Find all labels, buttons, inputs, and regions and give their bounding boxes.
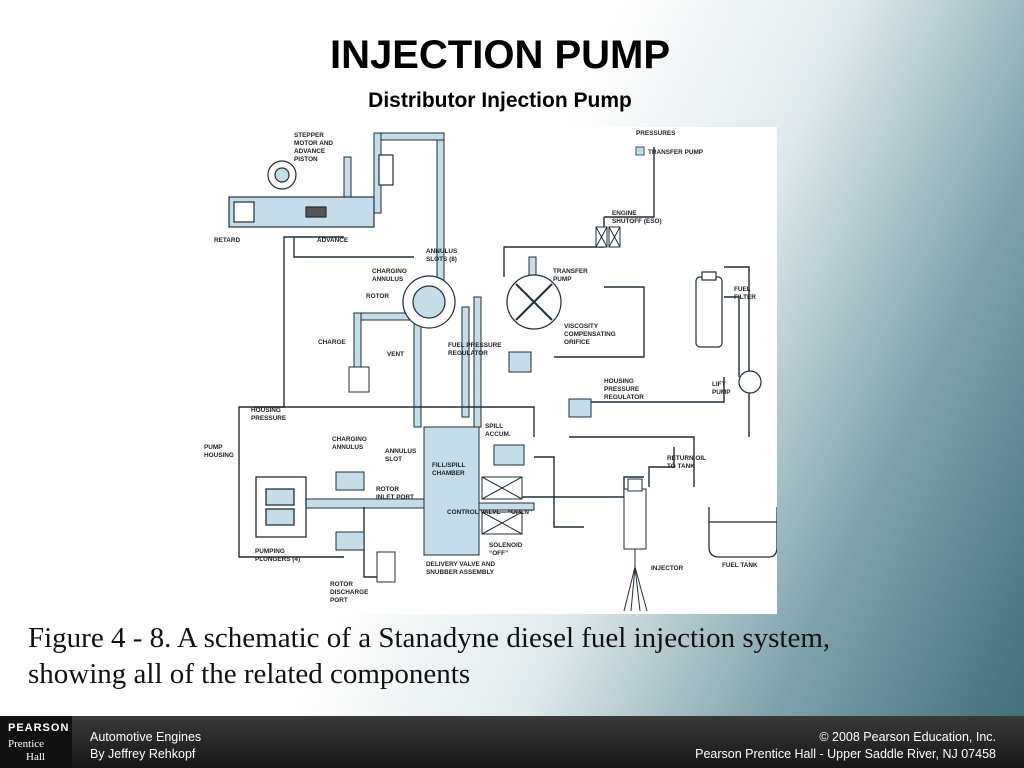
label-annulus-slot: ANNULUS <box>385 448 417 455</box>
footer-author: By Jeffrey Rehkopf <box>90 747 196 761</box>
label-housing-regulator: PRESSURE <box>604 386 640 393</box>
label-fuel-filter: FUEL <box>734 286 751 293</box>
label-housing-regulator: REGULATOR <box>604 394 644 401</box>
slide-title: INJECTION PUMP <box>329 33 671 77</box>
label-housing-pressure: HOUSING <box>251 407 281 414</box>
label-fuel-tank: FUEL TANK <box>722 562 758 569</box>
label-vent: VENT <box>387 351 404 358</box>
label-injector: INJECTOR <box>651 565 684 572</box>
label-stepper: MOTOR AND <box>294 140 333 147</box>
rotor-assembly <box>402 274 562 330</box>
label-delivery-valve: DELIVERY VALVE AND <box>426 561 496 568</box>
label-viscosity: VISCOSITY <box>564 323 599 330</box>
label-viscosity: ORIFICE <box>564 339 591 346</box>
pump-housing <box>255 476 307 538</box>
label-transfer-pump: TRANSFER <box>553 268 588 275</box>
legend-item: TRANSFER PUMP <box>648 149 704 156</box>
label-pumping-plungers: PUMPING <box>255 548 285 555</box>
label-solenoid: SOLENOID <box>489 542 523 549</box>
label-fuel-filter: FILTER <box>734 294 756 301</box>
label-advance: ADVANCE <box>317 237 349 244</box>
footer-copyright: © 2008 Pearson Education, Inc. <box>819 730 996 744</box>
label-lift-pump: LIFT <box>712 381 726 388</box>
label-spill-accum: ACCUM. <box>485 431 511 438</box>
label-rotor-discharge: PORT <box>330 597 348 604</box>
footer-publisher: Pearson Prentice Hall - Upper Saddle Riv… <box>695 747 996 761</box>
label-rotor-inlet: ROTOR <box>376 486 399 493</box>
label-housing-pressure: PRESSURE <box>251 415 287 422</box>
label-engine-shutoff: ENGINE <box>612 210 637 217</box>
logo-text: PEARSON <box>8 722 70 734</box>
label-charge: CHARGE <box>318 339 346 346</box>
label-control-valve: CONTROL VALVE – “OPEN” <box>447 509 532 516</box>
footer-bar: PEARSON Prentice Hall Automotive Engines… <box>0 716 1024 768</box>
fuel-tank <box>708 507 777 558</box>
label-stepper: STEPPER <box>294 132 324 139</box>
label-rotor-discharge: ROTOR <box>330 581 353 588</box>
regulators <box>335 351 592 583</box>
label-pumping-plungers: PLUNGERS (4) <box>255 556 300 563</box>
logo-text: Hall <box>26 751 45 763</box>
label-stepper: ADVANCE <box>294 148 326 155</box>
label-pump-housing: HOUSING <box>204 452 234 459</box>
fuel-filter <box>695 271 723 348</box>
label-delivery-valve: SNUBBER ASSEMBLY <box>426 569 495 576</box>
label-charging-annulus-lower: CHARGING <box>332 436 367 443</box>
label-charging-annulus-lower: ANNULUS <box>332 444 364 451</box>
label-fuel-pressure: FUEL PRESSURE <box>448 342 502 349</box>
label-annulus-slots: ANNULUS <box>426 248 458 255</box>
caption-line: Figure 4 - 8. A schematic of a Stanadyne… <box>28 622 831 654</box>
label-rotor-discharge: DISCHARGE <box>330 589 369 596</box>
label-spill-accum: SPILL <box>485 423 503 430</box>
label-lift-pump: PUMP <box>712 389 731 396</box>
engine-shutoff <box>595 226 621 248</box>
label-fuel-pressure: REGULATOR <box>448 350 488 357</box>
slide-subtitle: Distributor Injection Pump <box>368 89 632 112</box>
label-annulus-slot: SLOT <box>385 456 402 463</box>
label-fill-spill: FILL/SPILL <box>432 462 465 469</box>
label-housing-regulator: HOUSING <box>604 378 634 385</box>
stepper-motor <box>228 154 394 228</box>
label-transfer-pump: PUMP <box>553 276 572 283</box>
footer-left: Automotive Engines By Jeffrey Rehkopf <box>90 729 201 763</box>
footer-book-title: Automotive Engines <box>90 730 202 744</box>
fuel-system-diagram: PRESSURES TRANSFER PUMP STEPPER MOTOR AN… <box>204 127 777 614</box>
label-charging-annulus: CHARGING <box>372 268 407 275</box>
label-engine-shutoff: SHUTOFF (ESO) <box>612 218 662 225</box>
label-return-oil: RETURN OIL <box>667 455 706 462</box>
label-annulus-slots: SLOTS (8) <box>426 256 457 263</box>
label-stepper: PISTON <box>294 156 318 163</box>
label-pump-housing: PUMP <box>204 444 223 451</box>
figure-caption: Figure 4 - 8. A schematic of a Stanadyne… <box>28 620 1008 692</box>
label-return-oil: TO TANK <box>667 463 695 470</box>
logo-text: Prentice <box>8 738 45 750</box>
legend-swatch <box>635 146 645 156</box>
legend-title: PRESSURES <box>636 130 676 137</box>
label-rotor-inlet: INLET PORT <box>376 494 414 501</box>
label-retard: RETARD <box>214 237 241 244</box>
caption-line: showing all of the related components <box>28 658 471 690</box>
label-charging-annulus: ANNULUS <box>372 276 404 283</box>
lift-pump <box>738 370 762 394</box>
label-solenoid: “OFF” <box>489 550 508 557</box>
label-rotor: ROTOR <box>366 293 389 300</box>
injector <box>623 478 648 612</box>
publisher-logo: PEARSON Prentice Hall <box>0 716 72 768</box>
hydraulic-lines <box>238 147 750 578</box>
label-fill-spill: CHAMBER <box>432 470 465 477</box>
label-viscosity: COMPENSATING <box>564 331 616 338</box>
footer-right: © 2008 Pearson Education, Inc. Pearson P… <box>695 729 996 763</box>
